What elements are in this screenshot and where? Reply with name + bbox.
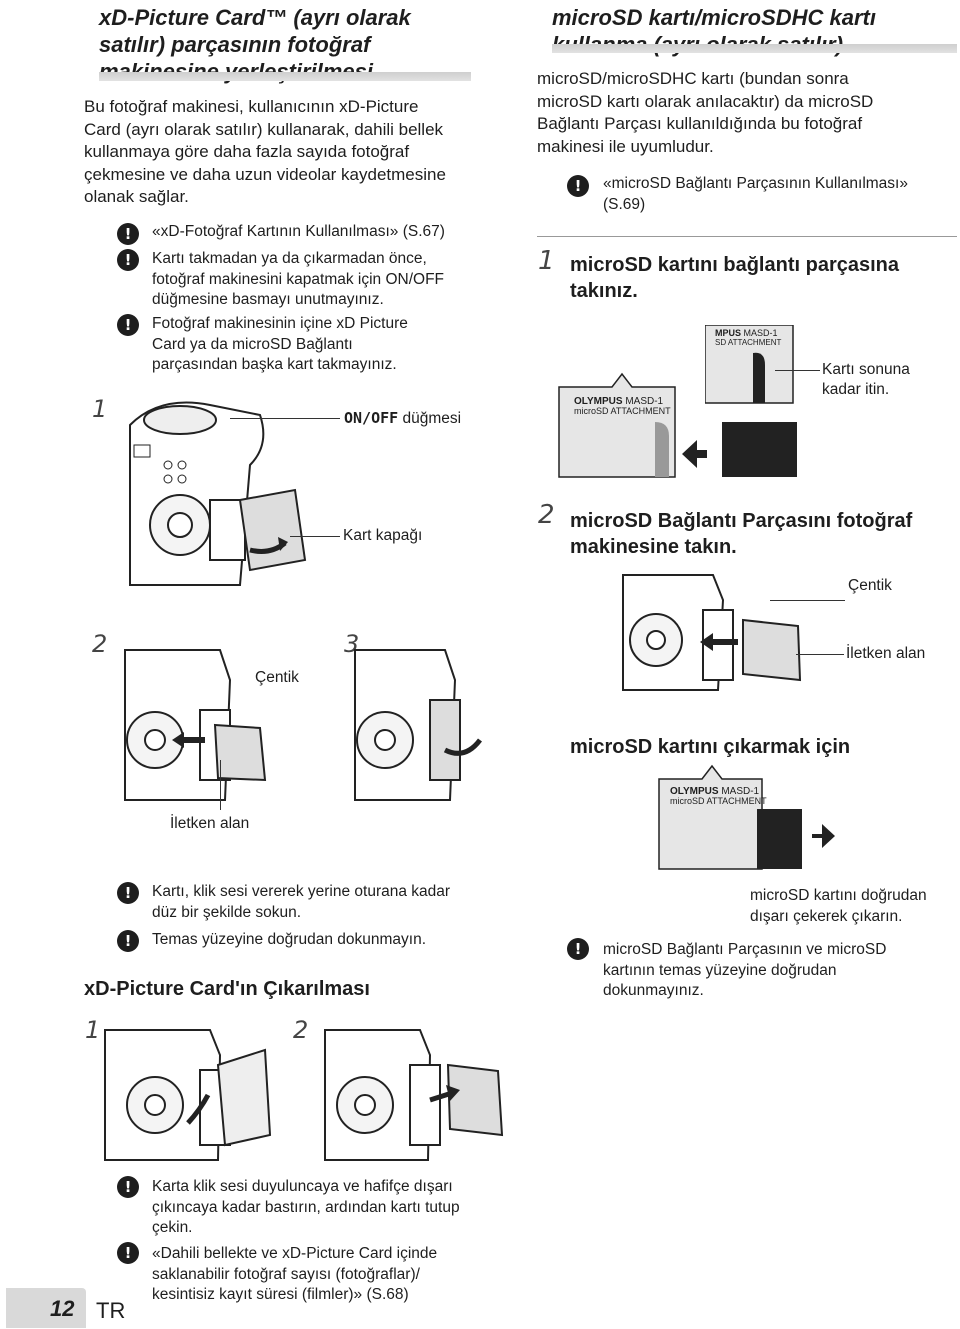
insert-note-1: Kartı, klik sesi vererek yerine oturana … xyxy=(152,883,451,921)
left-intro-paragraph: Bu fotoğraf makinesi, kullanıcının xD-Pi… xyxy=(84,97,446,206)
left-note-2: Kartı takmadan ya da çıkarmadan önce, fo… xyxy=(152,250,445,308)
notch-label: Çentik xyxy=(255,669,299,686)
camera-illustration-close-cover xyxy=(340,640,500,805)
adapter-top-caption: SD ATTACHMENT xyxy=(715,338,782,347)
warning-icon: ! xyxy=(567,175,589,197)
removal-section-title: xD-Picture Card'ın Çıkarılması xyxy=(84,978,370,1000)
step-number: 1 xyxy=(538,246,555,276)
pull-out-label: microSD kartını doğrudan dışarı çekerek … xyxy=(750,887,927,925)
microsd-adapter-with-card-illustration xyxy=(557,372,807,482)
right-title-underline xyxy=(552,44,957,53)
remove-microsd-title: microSD kartını çıkarmak için xyxy=(570,736,851,758)
camera-illustration-open-cover xyxy=(120,385,340,595)
camera-illustration-insert-card xyxy=(120,640,280,805)
adapter-brand: OLYMPUS MASD-1 xyxy=(574,396,664,407)
microsd-adapter-top-illustration xyxy=(705,325,795,405)
warning-icon: ! xyxy=(117,1242,139,1264)
step-number: 2 xyxy=(293,1016,309,1044)
push-fully-label: Kartı sonuna kadar itin. xyxy=(822,361,910,398)
adapter-brand: OLYMPUS MASD-1 xyxy=(670,786,760,797)
step-number: 2 xyxy=(538,500,555,530)
insert-note-2: Temas yüzeyine doğrudan dokunmayın. xyxy=(152,931,426,948)
warning-icon: ! xyxy=(117,249,139,271)
card-cover-label: Kart kapağı xyxy=(343,527,423,544)
removal-note-2: «Dahili bellekte ve xD-Picture Card için… xyxy=(152,1245,438,1303)
step-number: 1 xyxy=(92,395,108,423)
leader-line xyxy=(770,600,845,601)
right-note-1: «microSD Bağlantı Parçasının Kullanılmas… xyxy=(603,175,908,213)
notch-label: Çentik xyxy=(848,577,892,594)
adapter-caption: microSD ATTACHMENT xyxy=(670,796,767,806)
warning-icon: ! xyxy=(567,938,589,960)
camera-illustration-pull-card xyxy=(320,1025,520,1165)
leader-line xyxy=(290,536,340,537)
right-step2-title: microSD Bağlantı Parçasını fotoğraf maki… xyxy=(570,510,913,558)
page-number-tab xyxy=(6,1288,86,1328)
left-note-3: Fotoğraf makinesinin içine xD Picture Ca… xyxy=(152,315,408,373)
leader-line xyxy=(230,418,340,419)
step-number: 1 xyxy=(85,1016,101,1044)
left-section-title: xD-Picture Card™ (ayrı olarak satılır) p… xyxy=(99,5,411,84)
camera-illustration-insert-adapter xyxy=(618,570,818,695)
language-code: TR xyxy=(96,1298,126,1323)
contact-area-label: İletken alan xyxy=(846,645,926,662)
removal-note-1: Karta klik sesi duyuluncaya ve hafifçe d… xyxy=(152,1178,460,1236)
warning-icon: ! xyxy=(117,1176,139,1198)
left-note-1: «xD-Fotoğraf Kartının Kullanılması» (S.6… xyxy=(152,223,445,240)
leader-line xyxy=(775,370,820,371)
step-number: 2 xyxy=(92,630,108,658)
section-divider xyxy=(537,236,957,237)
right-intro-paragraph: microSD/microSDHC kartı (bundan sonra mi… xyxy=(537,69,874,156)
warning-icon: ! xyxy=(117,223,139,245)
right-note-2: microSD Bağlantı Parçasının ve microSD k… xyxy=(603,941,887,999)
page-number: 12 xyxy=(50,1296,75,1321)
contact-area-label: İletken alan xyxy=(170,815,250,832)
microsd-adapter-remove-illustration xyxy=(657,764,837,874)
leader-line xyxy=(220,760,221,810)
adapter-top-brand: MPUS MASD-1 xyxy=(715,328,778,338)
warning-icon: ! xyxy=(117,314,139,336)
left-title-underline xyxy=(99,72,471,81)
adapter-caption: microSD ATTACHMENT xyxy=(574,406,671,416)
leader-line xyxy=(796,654,844,655)
camera-illustration-push-card xyxy=(100,1025,275,1165)
warning-icon: ! xyxy=(117,882,139,904)
onoff-button-label: ON/OFF düğmesi xyxy=(344,409,462,427)
right-step1-title: microSD kartını bağlantı parçasına takın… xyxy=(570,254,899,302)
warning-icon: ! xyxy=(117,930,139,952)
